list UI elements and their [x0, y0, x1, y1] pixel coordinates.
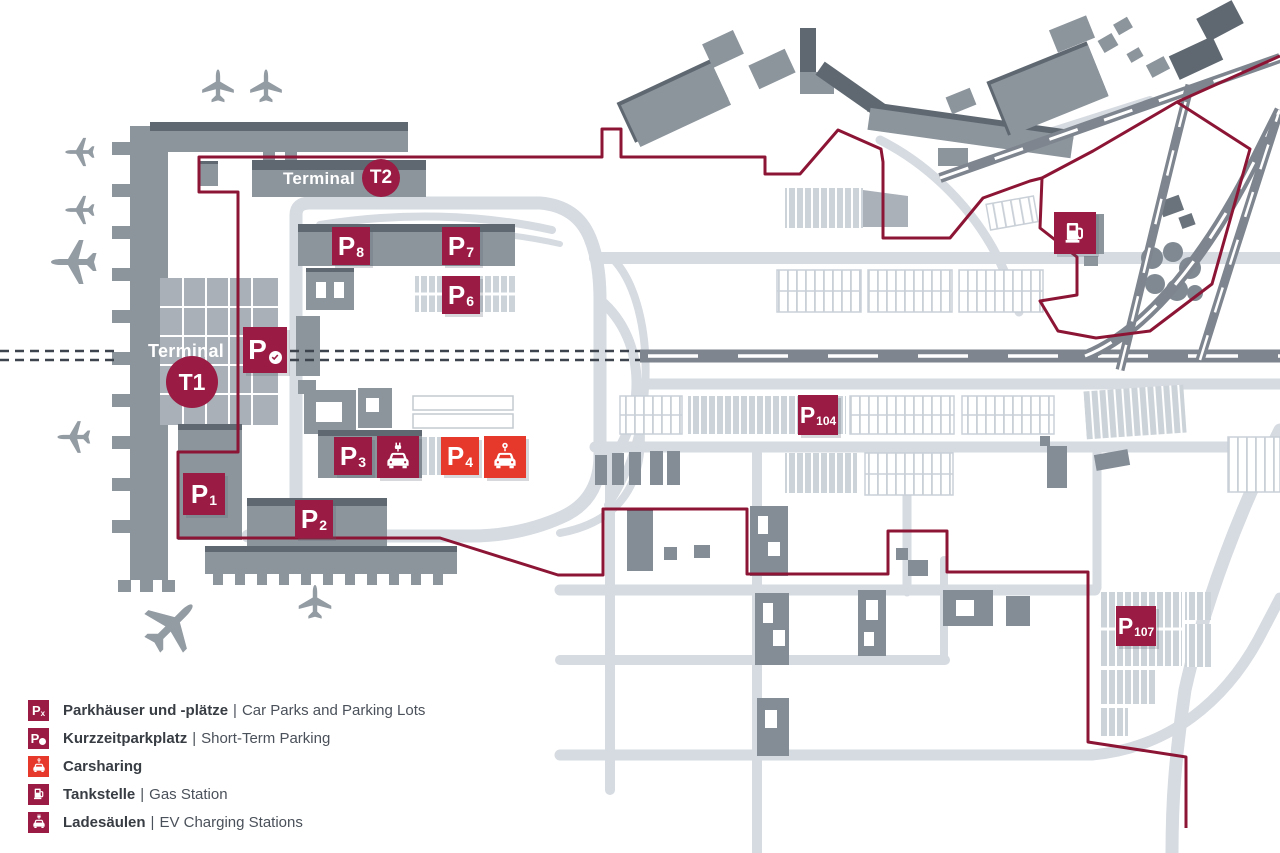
gas-station-icon [28, 783, 49, 805]
airplane-icon [202, 69, 234, 103]
short-term-parking-badge: P [243, 327, 287, 373]
carsharing-icon [28, 755, 49, 777]
legend-item-ev-charging: Ladesäulen|EV Charging Stations [28, 808, 425, 836]
industrial-buildings [616, 0, 1244, 266]
terminal-t1-circle: T1 [166, 356, 218, 408]
legend-item-gas-station: Tankstelle|Gas Station [28, 780, 425, 808]
ev-charging-badge [377, 436, 419, 478]
legend-item-carsharing: Carsharing [28, 752, 425, 780]
airplane-icon [132, 585, 212, 665]
parking-lots [410, 188, 1280, 736]
terminal-t1-building [112, 122, 408, 592]
carsharing-badge [484, 436, 526, 478]
buildings [112, 0, 1244, 756]
terminal-t2-label: Terminal [283, 169, 355, 188]
car-with-plug-icon [387, 442, 409, 469]
parking-disc-icon [268, 350, 282, 364]
parking-disc-icon [39, 738, 47, 745]
airplane-icon [250, 69, 282, 103]
airplane-icon [298, 584, 332, 619]
route-boundary-line [176, 54, 1280, 828]
legend-item-short-term-parking: P Kurzzeitparkplatz|Short-Term Parking [28, 724, 425, 752]
terminal-t1-label: Terminal [148, 341, 225, 361]
gas-pump-icon [1065, 223, 1083, 243]
ev-charging-icon [28, 811, 49, 833]
airplane-icon [51, 240, 97, 284]
terminal-t2-circle: T2 [362, 159, 400, 197]
road-network [241, 96, 1280, 853]
airplane-icon [57, 421, 91, 453]
district-buildings [595, 436, 1131, 756]
railway [0, 53, 1280, 372]
airplane-icon [65, 195, 95, 225]
car-with-location-pin-icon [494, 442, 516, 469]
gas-station-badge [1054, 212, 1096, 254]
short-term-parking-icon: P [28, 727, 49, 749]
airplane-icon [65, 137, 95, 167]
